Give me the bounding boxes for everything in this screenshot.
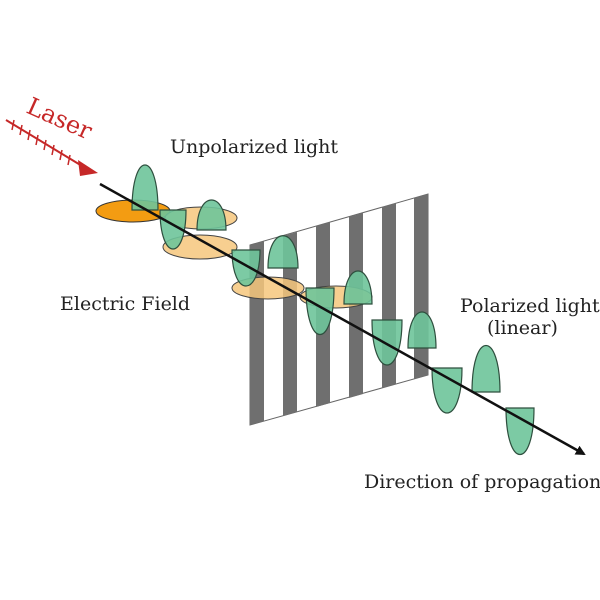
electric-field-label: Electric Field bbox=[60, 293, 191, 315]
propagation-axis bbox=[99, 182, 586, 456]
direction-of-propagation-label: Direction of propagation bbox=[364, 471, 600, 493]
laser-beam-icon bbox=[5, 119, 98, 176]
polarized-linear-label: (linear) bbox=[487, 317, 558, 339]
polarizer-filter bbox=[249, 193, 429, 426]
polarized-light-label: Polarized light bbox=[460, 295, 600, 317]
unpolarized-light-label: Unpolarized light bbox=[170, 136, 339, 158]
